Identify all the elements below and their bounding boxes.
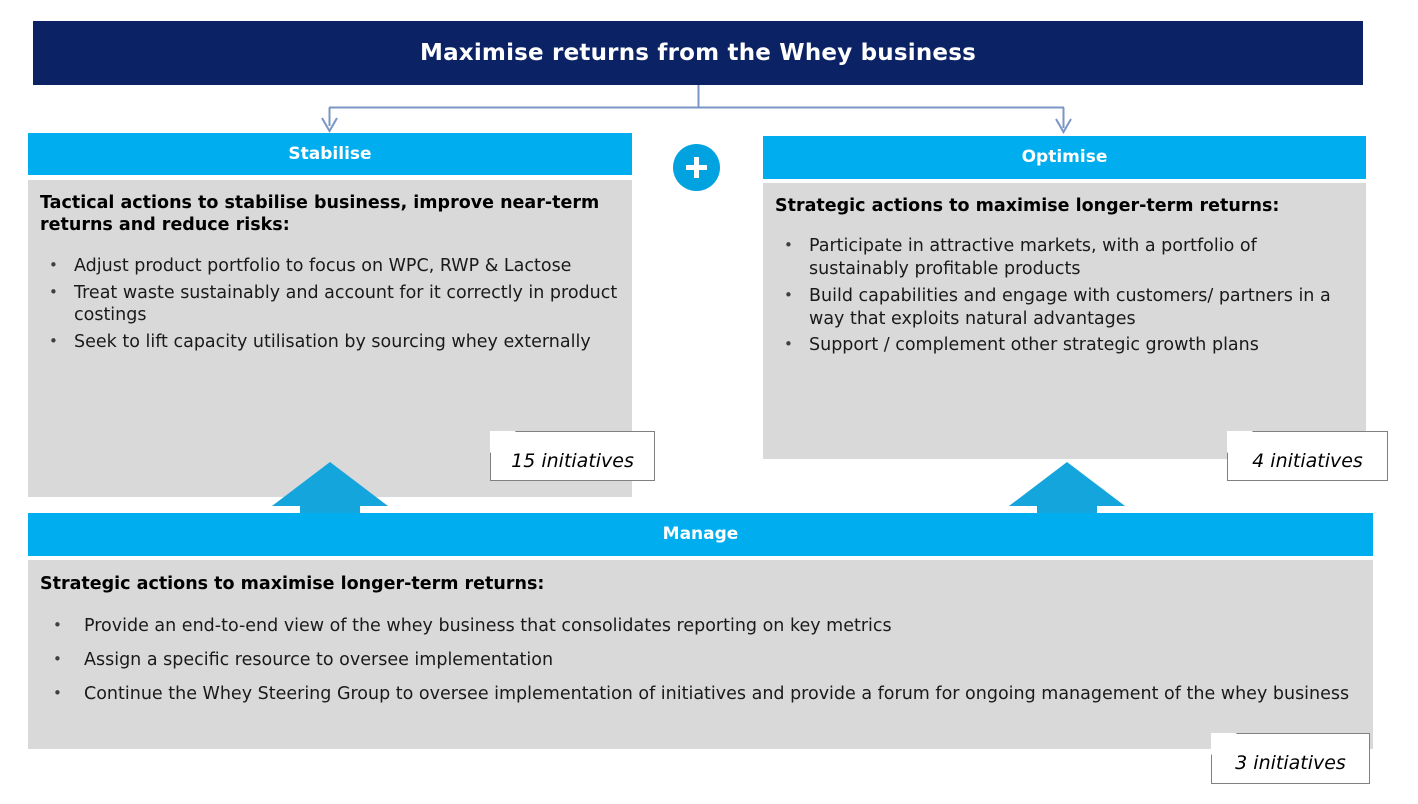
bullet-icon: • [784, 285, 793, 304]
main-title-banner: Maximise returns from the Whey business [33, 21, 1363, 85]
list-item-text: Support / complement other strategic gro… [809, 335, 1259, 356]
bullet-icon: • [53, 683, 62, 702]
list-item: • Support / complement other strategic gr… [775, 334, 1354, 357]
bullet-icon: • [49, 282, 58, 301]
list-item: • Assign a specific resource to oversee i… [40, 649, 1361, 672]
bullet-icon: • [53, 650, 62, 669]
list-item: • Build capabilities and engage with cust… [775, 285, 1354, 331]
pillar-stabilise-header: Stabilise [28, 133, 632, 175]
list-item-text: Continue the Whey Steering Group to over… [84, 683, 1350, 704]
up-arrow-right-icon [1009, 462, 1125, 518]
list-item-text: Assign a specific resource to oversee im… [84, 650, 554, 671]
up-arrow-left-icon [272, 462, 388, 518]
bullet-icon: • [53, 616, 62, 635]
folded-corner-icon [1227, 431, 1253, 453]
pillar-stabilise-bullets: • Adjust product portfolio to focus on WP… [40, 255, 620, 354]
list-item-text: Participate in attractive markets, with … [809, 236, 1257, 280]
list-item-text: Treat waste sustainably and account for … [74, 282, 618, 326]
bullet-icon: • [784, 335, 793, 354]
pillar-manage-body: Strategic actions to maximise longer-ter… [28, 560, 1373, 749]
callout-optimise-label: 4 initiatives [1252, 449, 1363, 472]
pillar-manage[interactable]: Manage Strategic actions to maximise lon… [28, 513, 1373, 749]
callout-stabilise-initiatives: 15 initiatives [490, 431, 655, 481]
pillar-optimise-body: Strategic actions to maximise longer-ter… [763, 183, 1366, 459]
plus-icon [673, 144, 720, 191]
callout-manage-label: 3 initiatives [1235, 752, 1346, 774]
list-item: • Treat waste sustainably and account for… [40, 282, 620, 328]
bullet-icon: • [784, 236, 793, 255]
pillar-optimise-header: Optimise [763, 136, 1366, 179]
bullet-icon: • [49, 332, 58, 351]
list-item: • Provide an end-to-end view of the whey … [40, 615, 1361, 638]
list-item: • Participate in attractive markets, with… [775, 235, 1354, 281]
folded-corner-icon [1211, 733, 1237, 755]
callout-optimise-initiatives: 4 initiatives [1227, 431, 1388, 481]
folded-corner-icon [490, 431, 516, 453]
callout-manage-initiatives: 3 initiatives [1211, 733, 1370, 784]
list-item: • Continue the Whey Steering Group to ove… [40, 683, 1361, 706]
list-item: • Adjust product portfolio to focus on WP… [40, 255, 620, 278]
pillar-manage-bullets: • Provide an end-to-end view of the whey … [40, 615, 1361, 705]
pillar-manage-lead: Strategic actions to maximise longer-ter… [40, 574, 545, 594]
pillar-optimise-lead: Strategic actions to maximise longer-ter… [775, 196, 1280, 216]
bullet-icon: • [49, 255, 58, 274]
list-item-text: Seek to lift capacity utilisation by sou… [74, 332, 591, 353]
list-item-text: Provide an end-to-end view of the whey b… [84, 616, 892, 637]
page-title: Maximise returns from the Whey business [419, 40, 976, 66]
pillar-stabilise-lead: Tactical actions to stabilise business, … [40, 193, 600, 236]
pillar-optimise[interactable]: Optimise Strategic actions to maximise l… [763, 136, 1366, 459]
list-item-text: Build capabilities and engage with custo… [809, 285, 1331, 329]
callout-stabilise-label: 15 initiatives [511, 449, 634, 472]
list-item: • Seek to lift capacity utilisation by so… [40, 331, 620, 354]
pillar-manage-header: Manage [28, 513, 1373, 556]
pillar-optimise-bullets: • Participate in attractive markets, with… [775, 235, 1354, 357]
list-item-text: Adjust product portfolio to focus on WPC… [74, 255, 572, 276]
